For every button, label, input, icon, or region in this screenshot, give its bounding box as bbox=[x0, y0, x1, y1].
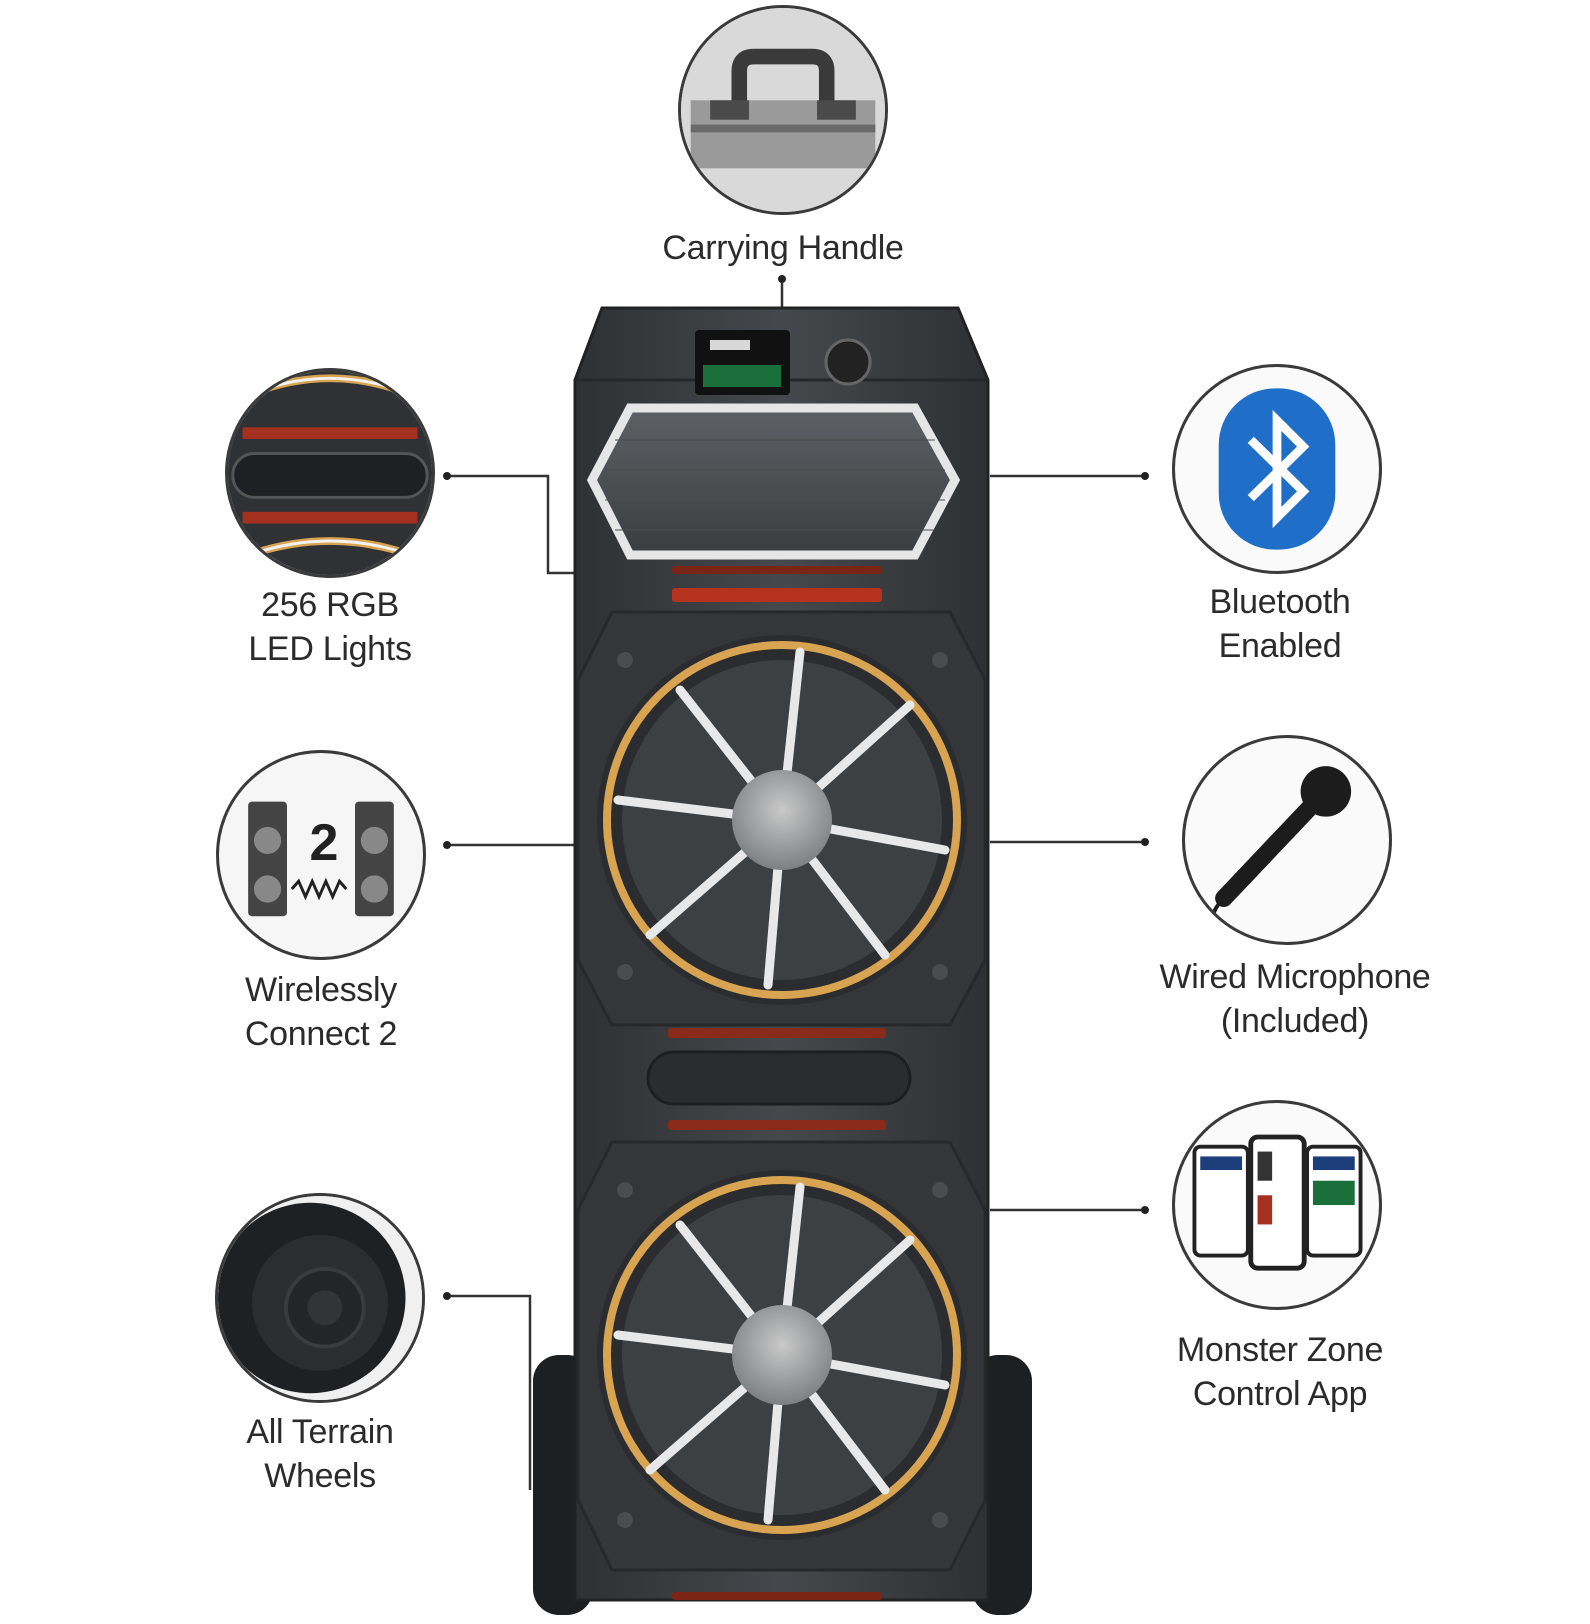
connector-dot bbox=[1141, 472, 1149, 480]
bluetooth-icon bbox=[1218, 388, 1336, 550]
mid-bar bbox=[646, 1050, 912, 1106]
led-strip-mid bbox=[668, 1028, 886, 1038]
connector-dot bbox=[778, 275, 786, 283]
volume-knob bbox=[824, 338, 872, 386]
connector-dot bbox=[443, 1292, 451, 1300]
control-app-thumbnail bbox=[1172, 1100, 1382, 1310]
wireless-connect-thumbnail: 2 bbox=[216, 750, 426, 960]
carrying-handle-label: Carrying Handle bbox=[662, 229, 904, 267]
lower-woofer bbox=[576, 1140, 987, 1572]
carrying-handle-thumbnail bbox=[678, 5, 888, 215]
connector-dot bbox=[443, 841, 451, 849]
microphone-thumbnail bbox=[1182, 735, 1392, 945]
rgb-lights-label: 256 RGB LED Lights bbox=[248, 586, 412, 668]
upper-woofer bbox=[576, 610, 987, 1027]
top-grille bbox=[586, 403, 961, 560]
led-strip-top bbox=[672, 588, 882, 602]
control-app-label: Monster Zone Control App bbox=[1176, 1331, 1384, 1413]
rgb-lights-thumbnail bbox=[225, 368, 435, 578]
wheel-icon bbox=[218, 1196, 422, 1400]
connect-count-badge: 2 bbox=[309, 814, 339, 872]
led-lights-icon bbox=[228, 371, 432, 575]
handle-icon bbox=[681, 8, 885, 212]
led-strip-low bbox=[668, 1120, 886, 1130]
bluetooth-label: Bluetooth Enabled bbox=[1209, 583, 1351, 665]
connector-dot bbox=[1141, 1206, 1149, 1214]
microphone-label: Wired Microphone (Included) bbox=[1159, 958, 1431, 1040]
phone-app-icon bbox=[1192, 1134, 1363, 1271]
connector-dot bbox=[443, 472, 451, 480]
wireless-connect-label: Wirelessly Connect 2 bbox=[244, 971, 398, 1053]
two-speakers-icon bbox=[248, 801, 394, 917]
bluetooth-thumbnail bbox=[1172, 364, 1382, 574]
microphone-icon bbox=[1210, 766, 1352, 934]
terrain-wheels-label: All Terrain Wheels bbox=[246, 1413, 394, 1495]
connector-dot bbox=[1141, 838, 1149, 846]
terrain-wheels-thumbnail bbox=[215, 1193, 425, 1403]
